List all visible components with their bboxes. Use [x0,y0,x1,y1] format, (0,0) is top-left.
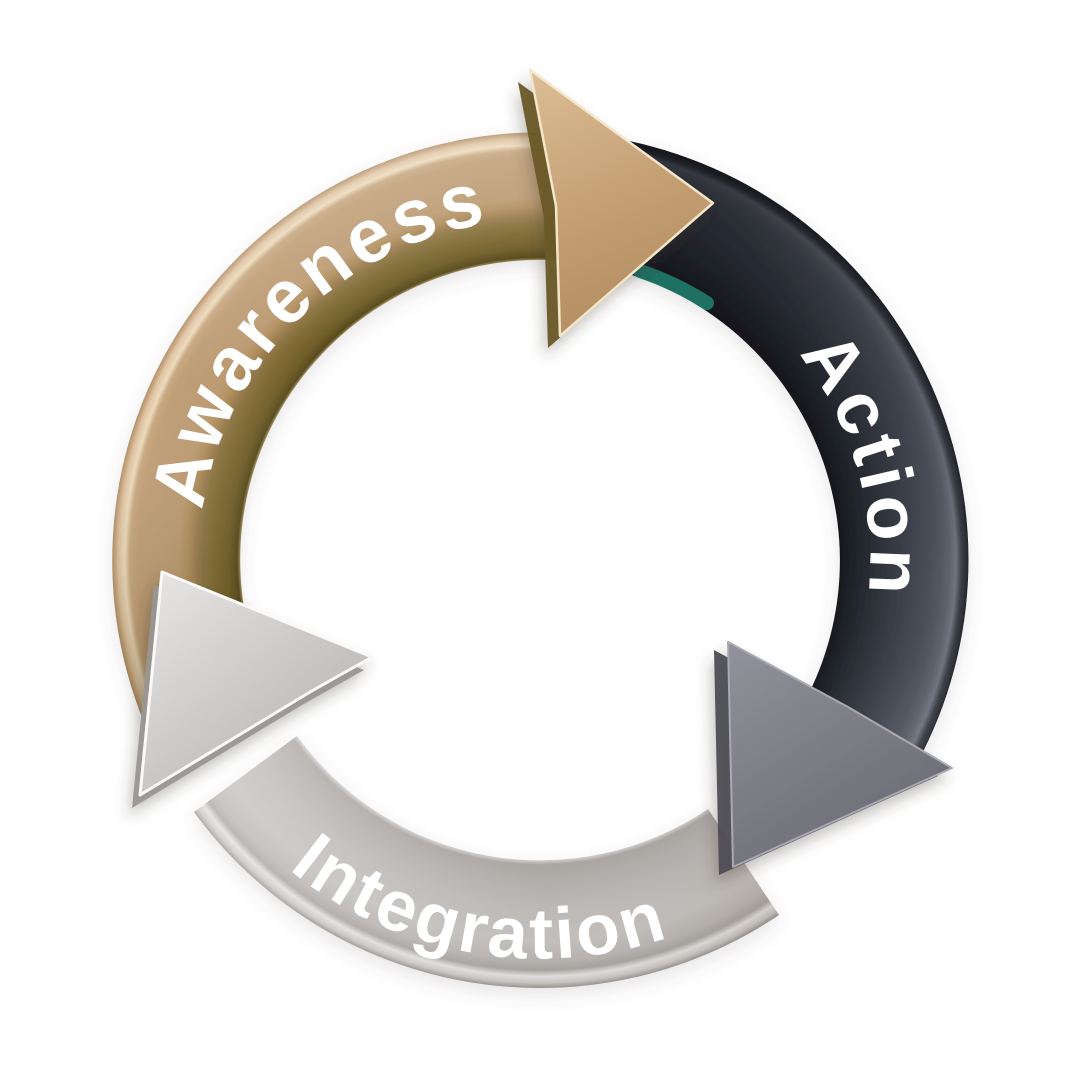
awareness-arrowhead [518,68,715,348]
awareness-arrow-band-sheen [112,132,577,727]
integration-arrow-band-sheen [194,736,779,988]
action-arrowhead [714,641,953,875]
integration-arrow [194,736,779,988]
action-arrowhead-face [727,641,953,868]
awareness-arrowhead-face [528,68,715,338]
integration-arrowhead [132,570,374,808]
integration-arrowhead-face [138,570,374,797]
teal-accent [633,264,714,310]
awareness-arrow [112,132,577,727]
